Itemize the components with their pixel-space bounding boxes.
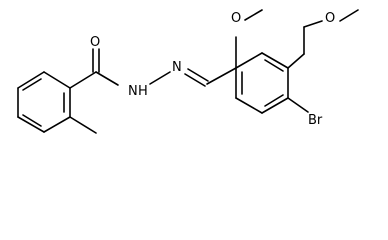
molecule-drawing: O N H N O O Br bbox=[17, 9, 359, 134]
bond bbox=[43, 116, 71, 133]
bond bbox=[261, 97, 289, 114]
bond bbox=[17, 116, 45, 133]
double-bond-inner bbox=[22, 78, 42, 91]
bond bbox=[261, 52, 289, 69]
imine-bond bbox=[187, 68, 209, 82]
double-bond-inner bbox=[264, 94, 284, 107]
bond bbox=[95, 71, 119, 86]
double-bond-inner bbox=[264, 59, 284, 72]
atom-label-n: N bbox=[128, 84, 138, 99]
aryl-ring bbox=[235, 52, 289, 114]
imine-bond bbox=[184, 73, 206, 87]
atom-label-br: Br bbox=[308, 113, 323, 128]
methoxy-bond bbox=[287, 53, 305, 69]
methyl-bond bbox=[69, 116, 97, 134]
methoxy-bond bbox=[339, 9, 359, 22]
bond bbox=[17, 71, 45, 89]
bromo-bond bbox=[287, 97, 309, 113]
bond bbox=[43, 71, 71, 89]
bond bbox=[235, 97, 263, 114]
methoxy-bond bbox=[244, 9, 263, 21]
atom-label-h: H bbox=[138, 84, 148, 99]
bond bbox=[149, 71, 171, 85]
structure-diagram: O N H N O O Br bbox=[17, 9, 359, 134]
double-bond-inner bbox=[22, 114, 42, 127]
bond bbox=[235, 52, 263, 69]
bond bbox=[206, 67, 237, 85]
atom-label-o: O bbox=[90, 35, 100, 50]
tolyl-ring bbox=[17, 71, 71, 133]
atom-label-o: O bbox=[325, 11, 335, 26]
atom-label-n: N bbox=[172, 60, 182, 75]
atom-label-o: O bbox=[231, 11, 241, 26]
methoxy-bond bbox=[303, 20, 323, 28]
bond bbox=[69, 71, 97, 89]
